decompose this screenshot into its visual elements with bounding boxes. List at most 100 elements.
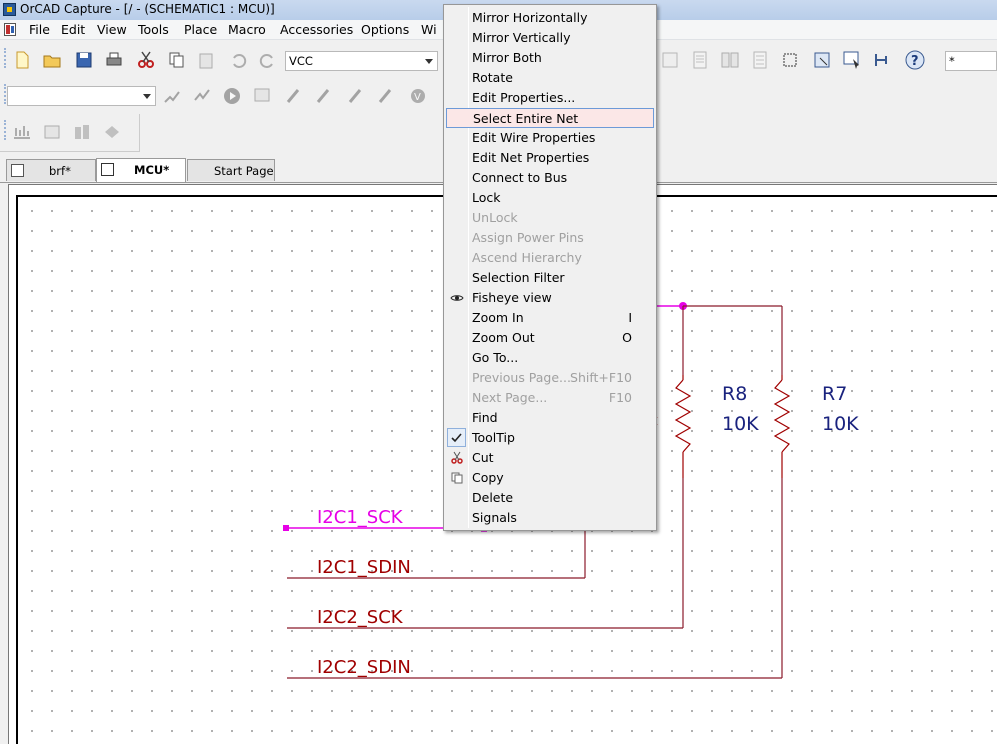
menu-item-label: Copy [472,470,504,485]
menu-item-label: Edit Properties... [472,90,576,105]
menu-item-next-page: Next Page...F10 [446,388,654,408]
paste-icon[interactable] [196,50,216,70]
svg-text:?: ? [911,54,919,69]
menu-item-previous-page: Previous Page...Shift+F10 [446,368,654,388]
simulate-icon[interactable] [12,122,32,142]
help-icon[interactable]: ? [904,49,926,71]
menu-item-edit-net-properties[interactable]: Edit Net Properties [446,148,654,168]
menu-item-label: Find [472,410,498,425]
bias-icon[interactable] [72,122,92,142]
tab-brf[interactable]: brf* [6,159,96,181]
drc-icon[interactable] [690,50,710,70]
chevron-down-icon[interactable] [143,94,151,99]
checkmark-icon [447,428,466,447]
menu-item-shortcut: O [622,330,632,345]
tab-mcu[interactable]: MCU* [96,158,186,182]
marker-w-icon[interactable] [346,86,366,106]
probe-current-icon[interactable] [192,86,212,106]
schematic-page-icon [101,163,114,176]
menu-view[interactable]: View [97,22,127,37]
menu-item-shortcut: F10 [608,390,632,405]
menu-item-mirror-horizontally[interactable]: Mirror Horizontally [446,8,654,28]
menu-tools[interactable]: Tools [138,22,169,37]
toolbar-grip[interactable] [4,120,7,140]
redo-icon[interactable] [258,50,278,70]
part-combo-value: VCC [289,54,313,68]
menu-item-selection-filter[interactable]: Selection Filter [446,268,654,288]
hierarchy-icon[interactable] [872,50,892,70]
menu-item-label: Cut [472,450,494,465]
toolbar-grip[interactable] [4,48,7,68]
menu-window[interactable]: Wi [421,22,437,37]
copy-icon[interactable] [166,50,186,70]
menu-item-label: Rotate [472,70,513,85]
netlist-icon[interactable] [720,50,740,70]
menu-edit[interactable]: Edit [61,22,86,37]
annotate-icon[interactable] [660,50,680,70]
menu-item-label: Fisheye view [472,290,552,305]
waveform-icon[interactable] [252,86,272,106]
window-title: OrCAD Capture - [/ - (SCHEMATIC1 : MCU)] [20,2,275,16]
marker-v-icon[interactable] [284,86,304,106]
menu-item-rotate[interactable]: Rotate [446,68,654,88]
bom-icon[interactable] [780,50,800,70]
menu-item-mirror-both[interactable]: Mirror Both [446,48,654,68]
open-icon[interactable] [42,50,62,70]
menu-item-cut[interactable]: Cut [446,448,654,468]
part-combo[interactable]: VCC [285,51,438,71]
menu-item-signals[interactable]: Signals [446,508,654,528]
snap-grid-icon[interactable] [812,50,832,70]
menu-item-go-to[interactable]: Go To... [446,348,654,368]
area-select-icon[interactable] [842,50,862,70]
marker-i-icon[interactable] [314,86,334,106]
crossref-icon[interactable] [750,50,770,70]
print-icon[interactable] [104,50,124,70]
menu-item-edit-properties[interactable]: Edit Properties... [446,88,654,108]
profile-icon[interactable] [42,122,62,142]
menu-item-select-entire-net[interactable]: Select Entire Net [446,108,654,128]
marker-db-icon[interactable] [376,86,396,106]
voltage-display-icon[interactable]: V [408,86,428,106]
cut-icon[interactable] [136,50,156,70]
menu-item-delete[interactable]: Delete [446,488,654,508]
net-combo[interactable] [7,86,156,106]
search-combo[interactable]: * [945,51,997,71]
probe-voltage-icon[interactable] [162,86,182,106]
menu-item-label: Go To... [472,350,519,365]
tab-label: brf* [49,164,71,178]
menu-item-label: Assign Power Pins [472,230,584,245]
library-icon[interactable] [102,122,122,142]
save-icon[interactable] [74,50,94,70]
menu-item-label: Delete [472,490,514,505]
menu-item-find[interactable]: Find [446,408,654,428]
menu-item-edit-wire-properties[interactable]: Edit Wire Properties [446,128,654,148]
menu-place[interactable]: Place [184,22,218,37]
menu-item-tooltip[interactable]: ToolTip [446,428,654,448]
tab-label: Start Page [214,164,274,178]
run-icon[interactable] [222,86,242,106]
undo-icon[interactable] [228,50,248,70]
new-icon[interactable] [12,50,32,70]
menu-item-copy[interactable]: Copy [446,468,654,488]
chevron-down-icon[interactable] [425,59,433,64]
menu-macro[interactable]: Macro [228,22,266,37]
menu-item-fisheye-view[interactable]: Fisheye view [446,288,654,308]
menu-item-label: Lock [472,190,501,205]
menu-item-connect-to-bus[interactable]: Connect to Bus [446,168,654,188]
orcad-app-icon[interactable] [3,3,16,16]
document-icon[interactable] [4,23,16,36]
menu-item-mirror-vertically[interactable]: Mirror Vertically [446,28,654,48]
menu-item-lock[interactable]: Lock [446,188,654,208]
draw-toolbar: V [0,78,997,114]
toolbar-grip[interactable] [4,84,7,104]
menu-options[interactable]: Options [361,22,410,37]
menu-item-label: Signals [472,510,517,525]
menu-accessories[interactable]: Accessories [280,22,354,37]
menu-item-label: Connect to Bus [472,170,568,185]
tab-start-page[interactable]: Start Page [187,159,275,181]
menu-item-ascend-hierarchy: Ascend Hierarchy [446,248,654,268]
menu-item-label: Mirror Both [472,50,542,65]
menu-file[interactable]: File [29,22,50,37]
